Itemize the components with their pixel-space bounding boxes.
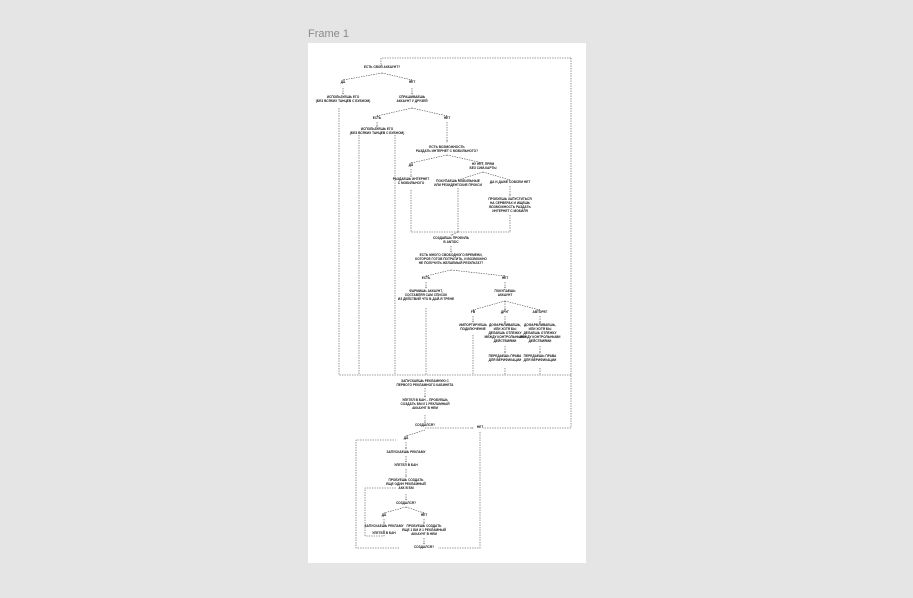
frame-title: Frame 1	[308, 28, 349, 40]
node-fb: FB	[470, 310, 476, 314]
node-no: НЕТ	[501, 276, 509, 280]
edge	[384, 506, 407, 513]
node-launch-ad: ЗАПУСКАЕШЬ РЕКЛАМУ	[364, 524, 404, 528]
node-own-account-question: ЕСТЬ СВОЙ АККАУНТ?	[363, 65, 401, 69]
node-no: НЕТ	[420, 513, 428, 517]
edge	[355, 439, 399, 549]
edge	[483, 58, 572, 429]
node-yes: ДА	[381, 513, 387, 517]
edge	[450, 269, 505, 276]
edge	[411, 154, 448, 163]
node-created-question: СОЗДАЛСЯ?	[395, 501, 417, 505]
node-use-it: ИСПОЛЬЗУЕШЬ ЕГО(БЕЗ ВСЯКИХ ТАНЦЕВ С БУБН…	[349, 127, 405, 135]
edge	[377, 107, 413, 116]
edge	[504, 300, 540, 310]
node-other: ДРУГ	[500, 310, 510, 314]
node-autoreg: АВТОРЕГ	[532, 310, 548, 314]
edge	[473, 300, 506, 310]
edge	[438, 432, 481, 549]
node-created-question: СОЗДАЛСЯ?	[413, 545, 435, 549]
edge	[410, 190, 458, 233]
node-no: НЕТ	[443, 116, 451, 120]
node-yes-no: ДА И ДАЖЕ СОВСЕМ НЕТ	[489, 180, 531, 184]
node-no: НЕТ	[476, 425, 484, 429]
edge	[482, 171, 510, 180]
edge	[458, 171, 484, 180]
node-yes: ДА	[408, 163, 414, 167]
node-have: ЕСТЬ	[421, 276, 431, 280]
edge	[380, 57, 571, 66]
edge	[405, 506, 424, 513]
edge	[426, 269, 452, 276]
edge	[381, 72, 412, 80]
edge	[458, 215, 511, 233]
node-launch-ad: ЗАПУСКАЕШЬ РЕКЛАМУ	[386, 450, 426, 454]
edge	[364, 487, 396, 537]
edge	[343, 72, 383, 80]
edge	[411, 107, 447, 116]
node-have: ЕСТЬ	[372, 116, 382, 120]
edge	[406, 429, 426, 436]
node-use-it: ИСПОЛЬЗУЕШЬ ЕГО(БЕЗ ВСЯКИХ ТАНЦЕВ С БУБН…	[315, 95, 371, 103]
node-ban: УЛЕТЕЛ В БАН	[372, 531, 396, 535]
node-yes: ДА	[340, 80, 346, 84]
node-ban: УЛЕТЕЛ В БАН	[394, 463, 418, 467]
node-no: НЕТ	[408, 80, 416, 84]
edge	[446, 154, 483, 163]
edge	[451, 231, 459, 235]
node-created-question: СОЗДАЛСЯ?	[414, 423, 436, 427]
node-time-question: ЕСТЬ МНОГО СВОБОДНОГО ВРЕМЕНИ,КОТОРОЕ ГО…	[415, 253, 487, 265]
node-yes: ДА	[403, 436, 409, 440]
